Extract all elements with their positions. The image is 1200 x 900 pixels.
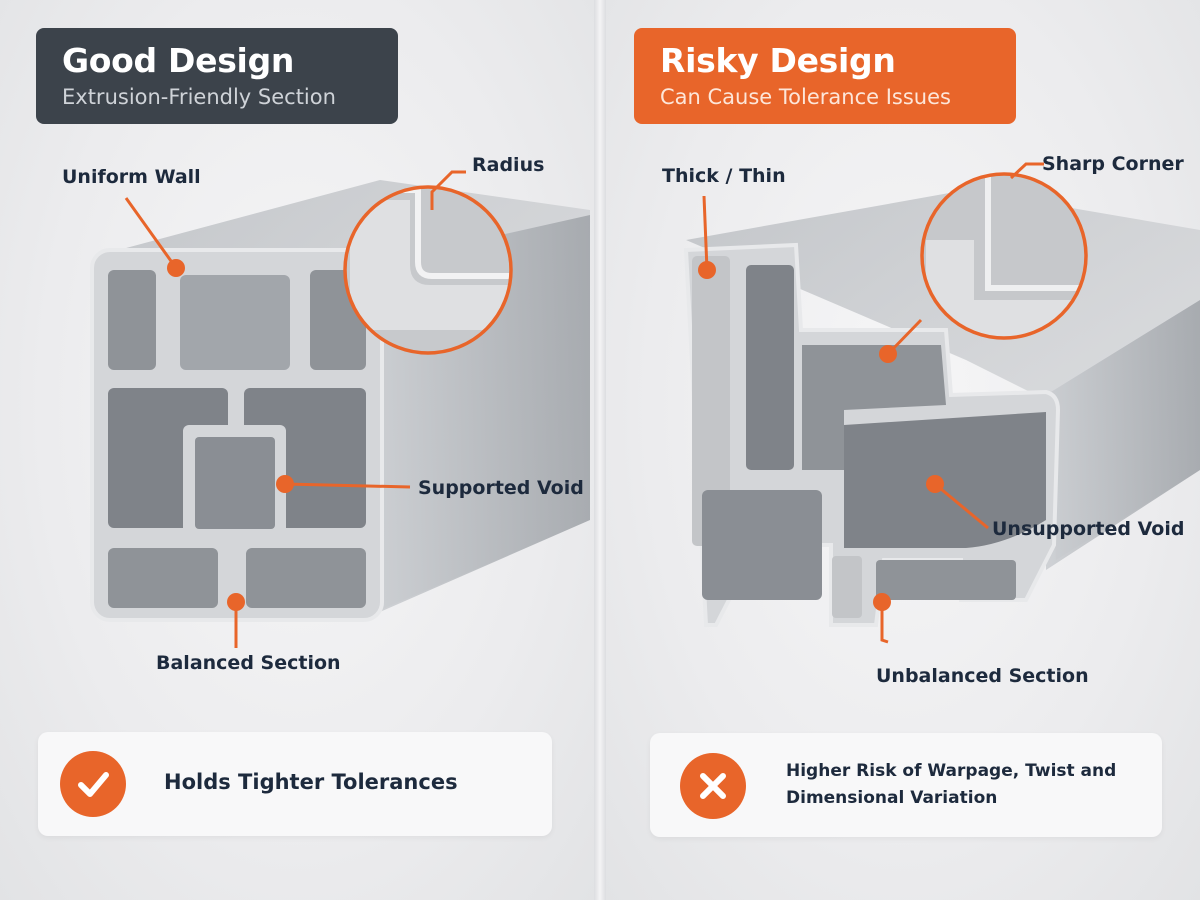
risky-design-panel: Risky Design Can Cause Tolerance Issues … xyxy=(606,0,1200,900)
risky-result-card: Higher Risk of Warpage, Twist and Dimens… xyxy=(650,733,1162,837)
thick-thin-label: Thick / Thin xyxy=(662,165,786,187)
good-result-card: Holds Tighter Tolerances xyxy=(38,732,552,836)
unsupported-void-label: Unsupported Void xyxy=(992,518,1185,540)
good-profile-illustration xyxy=(90,170,590,648)
good-design-panel: Good Design Extrusion-Friendly Section U… xyxy=(0,0,594,900)
risky-profile-illustration xyxy=(683,162,1200,644)
good-design-subtitle: Extrusion-Friendly Section xyxy=(62,85,336,109)
risky-design-subtitle: Can Cause Tolerance Issues xyxy=(660,85,951,109)
risky-design-title: Risky Design xyxy=(660,41,896,80)
good-result-text: Holds Tighter Tolerances xyxy=(164,770,458,794)
uniform-wall-label: Uniform Wall xyxy=(62,166,201,188)
supported-void-label: Supported Void xyxy=(418,477,584,499)
risky-result-text-line1: Higher Risk of Warpage, Twist and xyxy=(786,761,1117,781)
good-design-title: Good Design xyxy=(62,41,295,80)
radius-label: Radius xyxy=(472,154,545,176)
risky-design-header: Risky Design Can Cause Tolerance Issues xyxy=(634,28,1016,124)
unbalanced-section-label: Unbalanced Section xyxy=(876,665,1089,687)
x-mark-icon xyxy=(680,753,746,819)
good-design-header: Good Design Extrusion-Friendly Section xyxy=(36,28,398,124)
balanced-section-label: Balanced Section xyxy=(156,652,341,674)
sharp-corner-label: Sharp Corner xyxy=(1042,153,1184,175)
risky-result-text-line2: Dimensional Variation xyxy=(786,788,998,808)
checkmark-icon xyxy=(60,751,126,817)
panel-divider xyxy=(594,0,606,900)
